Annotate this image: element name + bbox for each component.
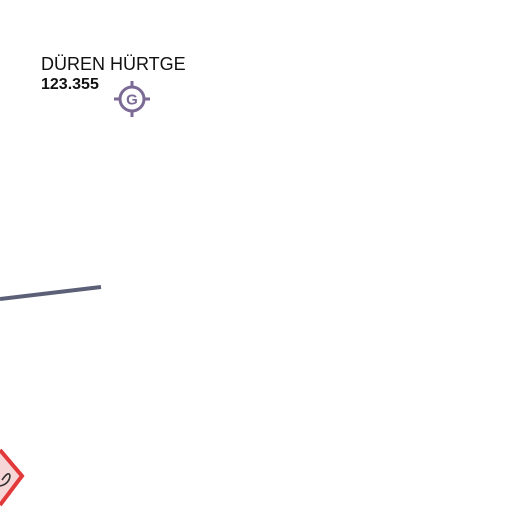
station-name-label: DÜREN HÜRTGE: [41, 54, 186, 74]
ground-station-icon[interactable]: G: [110, 77, 154, 121]
airspace-hatch-icon: [0, 472, 11, 487]
ground-station-letter: G: [126, 92, 138, 109]
route-line[interactable]: [0, 285, 102, 301]
restricted-airspace-corner[interactable]: [0, 448, 25, 507]
airspace-fill: [0, 450, 22, 505]
airspace-border: [0, 448, 25, 507]
station-frequency-label: 123.355: [41, 76, 99, 93]
